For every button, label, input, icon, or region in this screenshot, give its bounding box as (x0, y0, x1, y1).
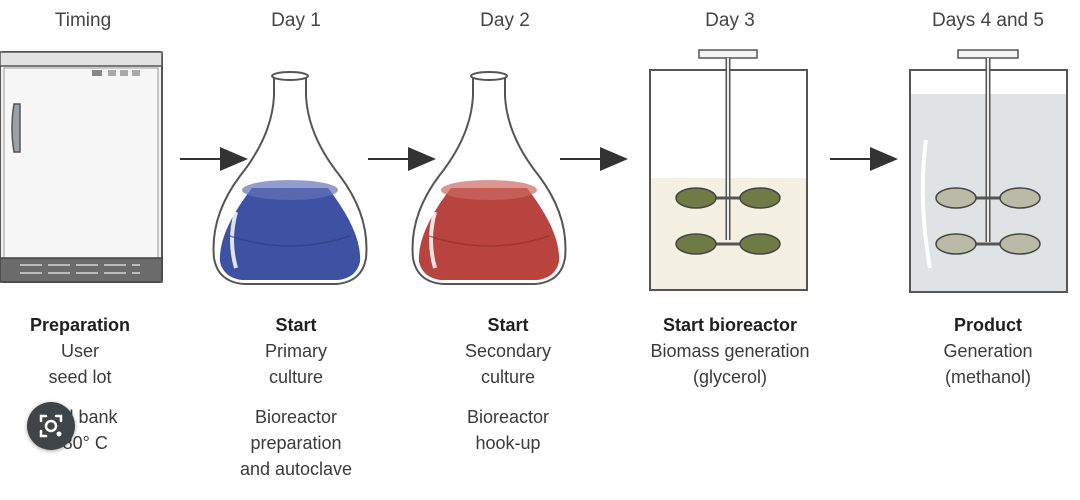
step-note-line: Bioreactor (466, 407, 550, 427)
freezer-icon (0, 51, 163, 283)
step-primary-culture: Start Primary culture Bioreactor prepara… (176, 312, 416, 482)
step-note-line: preparation (250, 433, 342, 453)
timing-days-4-5: Days 4 and 5 (932, 10, 1044, 31)
timing-day-3: Day 3 (705, 10, 755, 31)
step-line: culture (268, 367, 324, 387)
step-line: Primary (265, 341, 327, 361)
step-note-line: and autoclave (239, 459, 353, 479)
primary-culture-flask-icon (212, 71, 368, 285)
step-note-line: Bioreactor (254, 407, 338, 427)
step-line: (methanol) (944, 367, 1032, 387)
timing-label: Timing (54, 10, 112, 31)
step-heading: Preparation (29, 315, 131, 335)
timing-day-1: Day 1 (271, 10, 321, 31)
step-line: seed lot (48, 367, 112, 387)
step-heading: Start (275, 315, 317, 335)
step-line: Secondary (464, 341, 552, 361)
workflow-illustrations (0, 49, 1068, 293)
lens-search-button[interactable] (27, 402, 75, 450)
timing-day-2: Day 2 (480, 10, 530, 31)
step-start-bioreactor: Start bioreactor Biomass generation (gly… (610, 312, 850, 390)
bioreactor-methanol-icon (909, 49, 1068, 293)
step-heading: Start (487, 315, 529, 335)
step-line: Biomass generation (650, 341, 810, 361)
step-line: (glycerol) (692, 367, 767, 387)
step-heading: Start bioreactor (662, 315, 798, 335)
step-line: culture (480, 367, 536, 387)
bioreactor-glycerol-icon (649, 49, 808, 291)
step-product: Product Generation (methanol) (868, 312, 1080, 390)
step-line: User (60, 341, 99, 361)
secondary-culture-flask-icon (411, 71, 567, 285)
step-secondary-culture: Start Secondary culture Bioreactor hook-… (388, 312, 628, 456)
step-note-line: hook-up (475, 433, 541, 453)
step-heading: Product (953, 315, 1022, 335)
step-line: Generation (943, 341, 1033, 361)
lens-icon (39, 414, 63, 438)
